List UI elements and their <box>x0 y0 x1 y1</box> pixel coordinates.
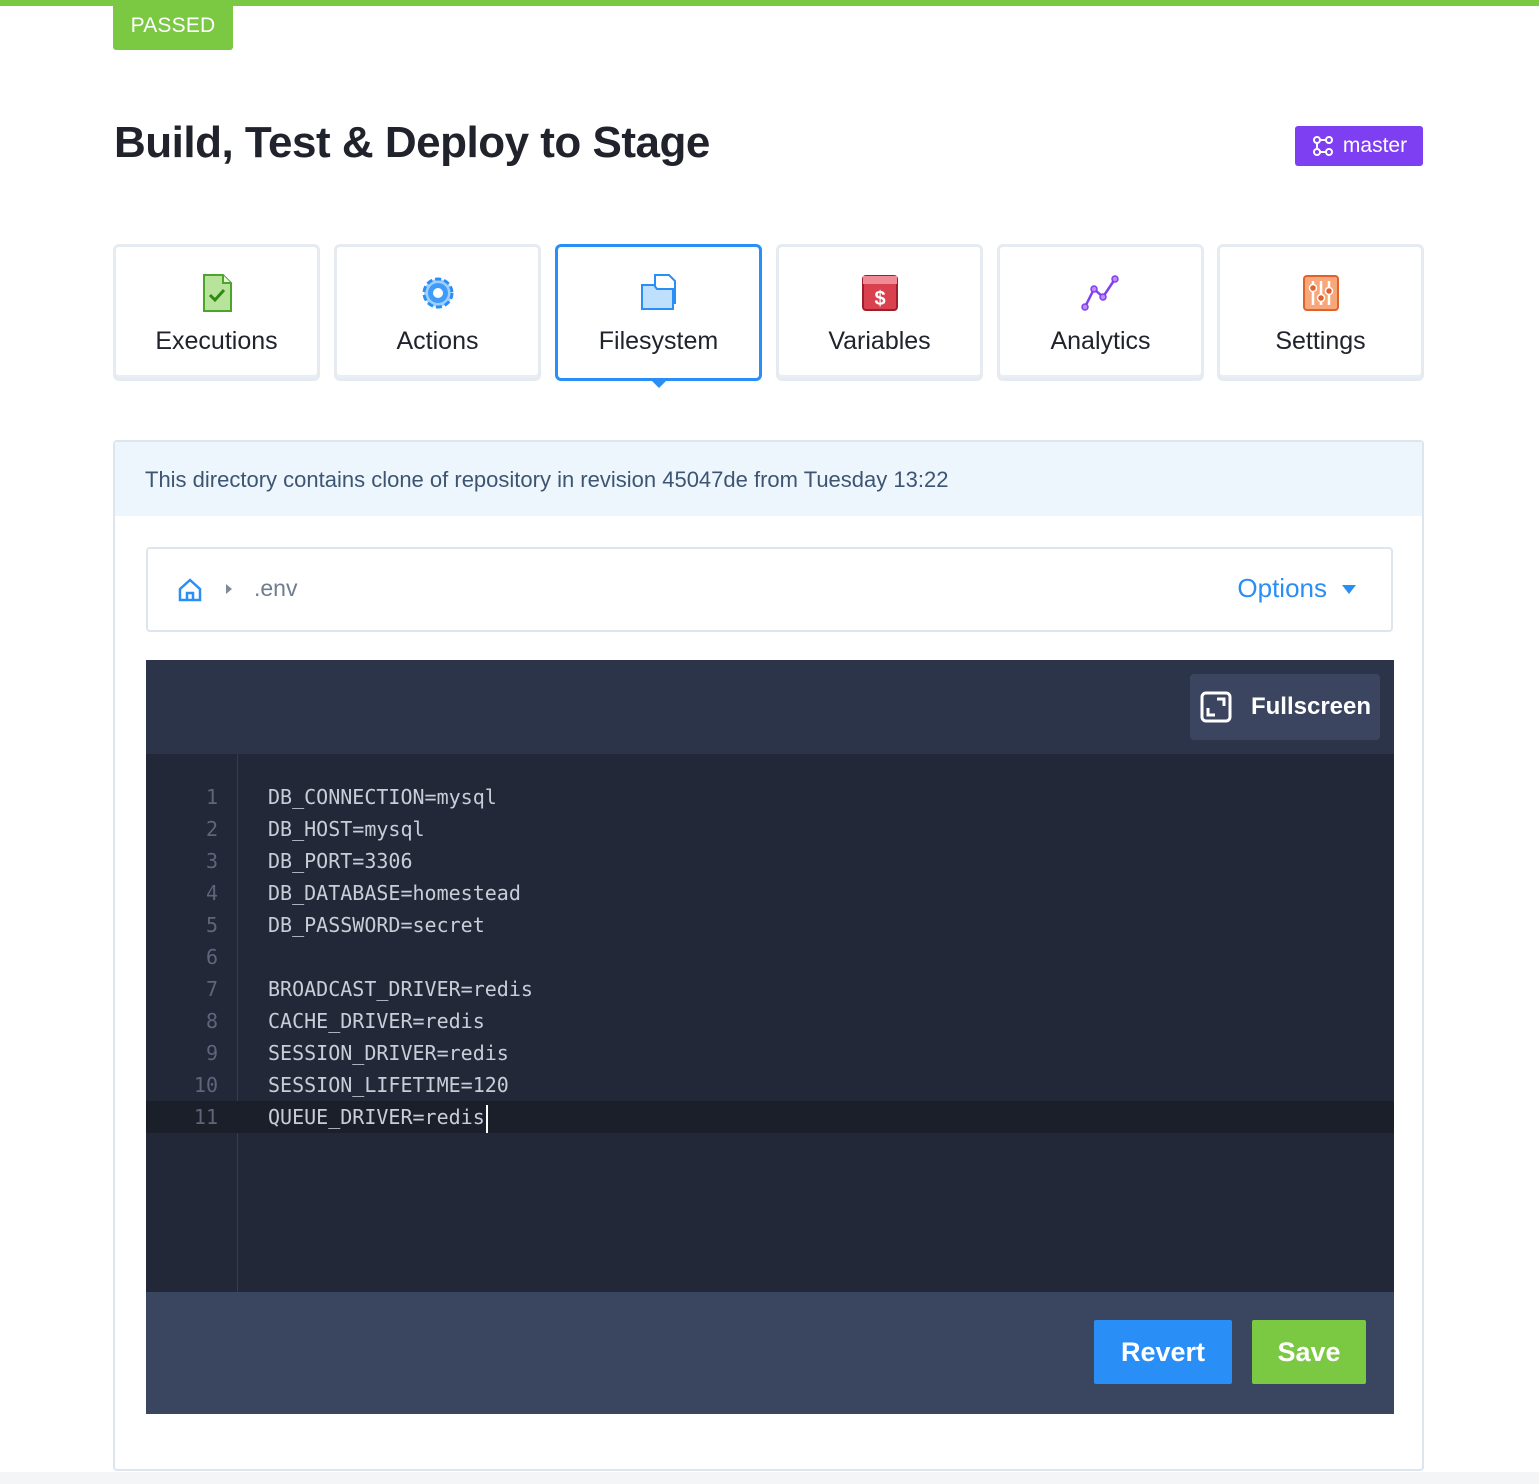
line-text[interactable]: SESSION_LIFETIME=120 <box>268 1073 509 1097</box>
fullscreen-label: Fullscreen <box>1250 693 1372 720</box>
branch-name: master <box>1342 134 1408 157</box>
line-number: 9 <box>205 1041 218 1065</box>
tab-label: Filesystem <box>598 327 719 355</box>
branch-icon <box>1312 136 1333 156</box>
line-text[interactable]: QUEUE_DRIVER=redis <box>268 1101 488 1133</box>
line-number: 5 <box>205 913 218 937</box>
line-text-content: QUEUE_DRIVER=redis <box>268 1105 485 1129</box>
line-text[interactable]: BROADCAST_DRIVER=redis <box>268 977 533 1001</box>
tab-bar: Executions Actions Filesystem $ Variable… <box>113 244 1424 382</box>
revert-button[interactable]: Revert <box>1094 1320 1232 1384</box>
options-label: Options <box>1237 573 1327 603</box>
tab-label: Variables <box>828 327 931 355</box>
line-text[interactable]: DB_DATABASE=homestead <box>268 881 521 905</box>
document-check-icon <box>202 274 232 312</box>
code-line: 9 SESSION_DRIVER=redis <box>146 1037 1394 1069</box>
fullscreen-button[interactable]: Fullscreen <box>1190 674 1380 740</box>
page-title: Build, Test & Deploy to Stage <box>114 118 710 167</box>
tab-label: Actions <box>396 327 479 355</box>
line-text[interactable]: DB_PORT=3306 <box>268 849 413 873</box>
tab-settings[interactable]: Settings <box>1217 244 1424 381</box>
tab-label: Executions <box>155 327 278 355</box>
revision-info: This directory contains clone of reposit… <box>115 442 1422 516</box>
line-text[interactable]: DB_PASSWORD=secret <box>268 913 485 937</box>
line-number: 11 <box>193 1105 218 1129</box>
tab-analytics[interactable]: Analytics <box>997 244 1204 381</box>
code-editor[interactable]: Fullscreen 1 DB_CONNECTION=mysql 2 DB_HOST… <box>146 660 1394 1414</box>
line-gutter <box>146 754 238 1292</box>
status-bar <box>0 0 1539 6</box>
code-line: 8 CACHE_DRIVER=redis <box>146 1005 1394 1037</box>
editor-footer: Revert Save <box>146 1292 1394 1414</box>
caret-down-icon <box>1342 584 1356 594</box>
dollar-icon: $ <box>861 275 898 311</box>
gear-icon <box>422 277 453 309</box>
line-number: 8 <box>205 1009 218 1033</box>
code-line: 5 DB_PASSWORD=secret <box>146 909 1394 941</box>
code-line: 7 BROADCAST_DRIVER=redis <box>146 973 1394 1005</box>
line-number: 6 <box>205 945 218 969</box>
line-number: 2 <box>205 817 218 841</box>
tab-actions[interactable]: Actions <box>334 244 541 381</box>
tab-filesystem[interactable]: Filesystem <box>555 244 762 381</box>
code-line: 2 DB_HOST=mysql <box>146 813 1394 845</box>
tab-label: Analytics <box>1050 327 1151 355</box>
caret-right-icon <box>226 584 232 594</box>
branch-badge[interactable]: master <box>1295 126 1423 166</box>
sliders-icon <box>1302 275 1339 311</box>
code-line: 4 DB_DATABASE=homestead <box>146 877 1394 909</box>
line-chart-icon <box>1080 275 1119 311</box>
line-text[interactable]: SESSION_DRIVER=redis <box>268 1041 509 1065</box>
line-number: 1 <box>205 785 218 809</box>
page-bottom <box>0 1472 1539 1484</box>
text-cursor <box>485 1104 488 1133</box>
breadcrumb: .env Options <box>146 547 1393 632</box>
save-button[interactable]: Save <box>1252 1320 1366 1384</box>
tab-label: Settings <box>1275 327 1366 355</box>
line-text[interactable]: CACHE_DRIVER=redis <box>268 1009 485 1033</box>
filesystem-panel: This directory contains clone of reposit… <box>113 440 1424 1471</box>
line-number: 3 <box>205 849 218 873</box>
breadcrumb-file[interactable]: .env <box>254 575 298 601</box>
line-text[interactable]: DB_HOST=mysql <box>268 817 425 841</box>
folder-icon <box>640 274 676 310</box>
editor-toolbar: Fullscreen <box>146 660 1394 754</box>
tab-variables[interactable]: $ Variables <box>776 244 983 381</box>
status-badge: PASSED <box>113 0 233 50</box>
line-number: 10 <box>193 1073 218 1097</box>
code-line: 1 DB_CONNECTION=mysql <box>146 781 1394 813</box>
code-line: 3 DB_PORT=3306 <box>146 845 1394 877</box>
tab-executions[interactable]: Executions <box>113 244 320 381</box>
expand-icon <box>1200 691 1232 723</box>
code-line: 6 <box>146 941 1394 973</box>
code-line-current: 11 QUEUE_DRIVER=redis <box>146 1101 1394 1133</box>
code-line: 10 SESSION_LIFETIME=120 <box>146 1069 1394 1101</box>
line-number: 4 <box>205 881 218 905</box>
line-text[interactable]: DB_CONNECTION=mysql <box>268 785 497 809</box>
svg-text:$: $ <box>874 288 885 310</box>
options-dropdown[interactable]: Options <box>1237 573 1357 604</box>
line-number: 7 <box>205 977 218 1001</box>
home-icon[interactable] <box>176 576 204 604</box>
